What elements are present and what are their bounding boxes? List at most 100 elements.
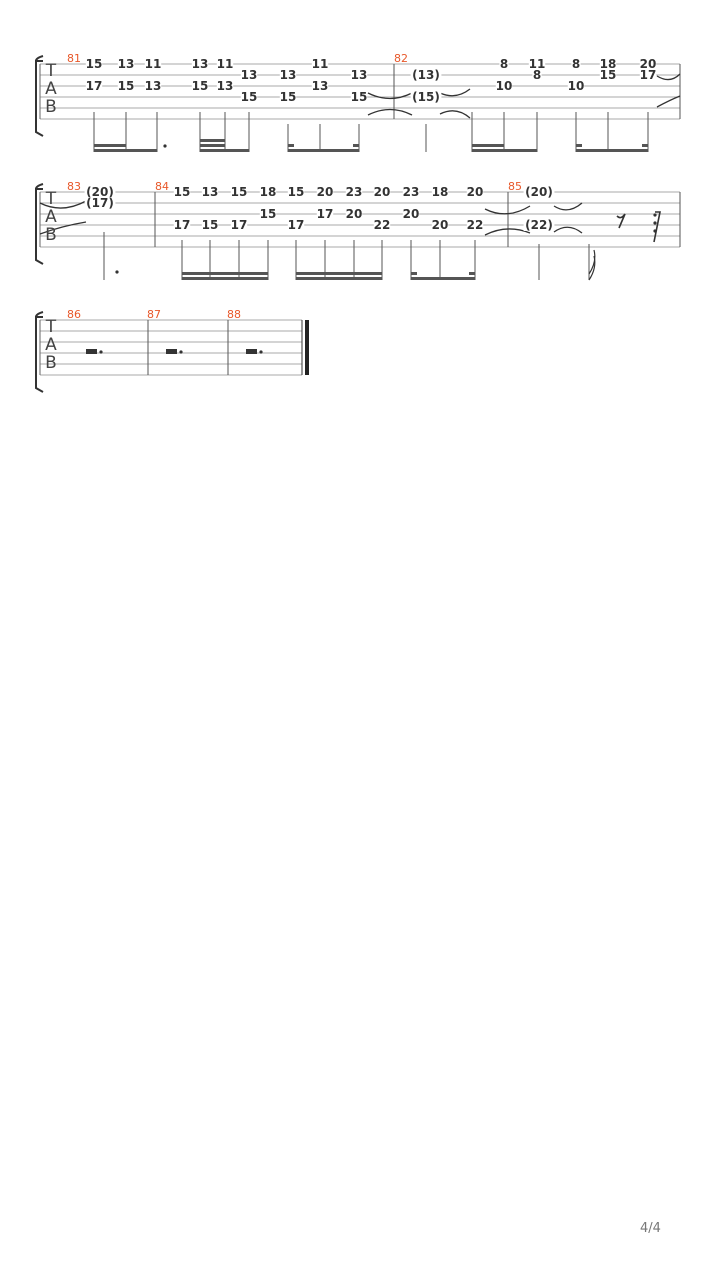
fret-number: 20	[467, 185, 484, 199]
fret-number: 11	[145, 57, 162, 71]
fret-bg	[523, 186, 555, 198]
tie-arc	[553, 202, 583, 211]
fret-bg	[216, 58, 234, 70]
fret-number: 13	[118, 57, 135, 71]
tie-arc	[656, 73, 681, 81]
note-beam	[472, 149, 537, 152]
fret-number: 15	[202, 218, 219, 232]
tab-clef-letter: T	[45, 189, 57, 209]
fret-number: 23	[403, 185, 420, 199]
tab-clef-letter: A	[45, 207, 57, 227]
fret-bg	[117, 80, 135, 92]
fret-number: 13	[145, 79, 162, 93]
note-beam	[200, 139, 225, 142]
fret-number: 13	[351, 68, 368, 82]
fret-number: (20)	[525, 185, 553, 199]
fret-bg	[311, 58, 329, 70]
fret-number: 17	[288, 218, 305, 232]
fret-number: 8	[533, 68, 541, 82]
fret-bg	[84, 197, 116, 209]
note-beam	[296, 272, 382, 275]
fret-bg	[316, 186, 334, 198]
fret-number: 15	[86, 57, 103, 71]
note-beam	[576, 149, 648, 152]
note-beam	[296, 277, 382, 280]
fret-bg	[499, 58, 509, 70]
tie-arc	[39, 221, 87, 235]
fret-bg	[173, 186, 191, 198]
fret-number: 15	[241, 90, 258, 104]
tab-clef-letter: T	[45, 61, 57, 81]
fret-number: 18	[432, 185, 449, 199]
fret-bg	[599, 58, 617, 70]
fret-number: 20	[346, 207, 363, 221]
measure-number: 88	[227, 308, 241, 321]
note-beam	[200, 149, 249, 152]
fret-bg	[345, 186, 363, 198]
fret-bg	[410, 91, 442, 103]
fret-number: 15	[351, 90, 368, 104]
fret-number: 22	[467, 218, 484, 232]
fret-number: 13	[280, 68, 297, 82]
fret-bg	[84, 186, 116, 198]
fret-bg	[639, 58, 657, 70]
measure-number: 86	[67, 308, 81, 321]
fret-number: 11	[529, 57, 546, 71]
fret-number: 11	[217, 57, 234, 71]
fret-bg	[279, 69, 297, 81]
rhythm-dot	[259, 350, 263, 354]
note-beam	[200, 144, 225, 147]
eighth-rest	[616, 213, 626, 229]
fret-number: 15	[600, 68, 617, 82]
fret-number: 15	[280, 90, 297, 104]
fret-bg	[173, 219, 191, 231]
half-rest	[246, 349, 257, 354]
fret-bg	[532, 69, 542, 81]
fret-number: 10	[496, 79, 513, 93]
fret-bg	[240, 69, 258, 81]
fret-number: (13)	[412, 68, 440, 82]
fret-bg	[144, 58, 162, 70]
half-rest	[166, 349, 177, 354]
tie-arc	[656, 95, 681, 108]
tie-arc	[39, 200, 87, 209]
fret-number: 8	[500, 57, 508, 71]
fret-bg	[431, 219, 449, 231]
fret-bg	[201, 219, 219, 231]
fret-bg	[466, 186, 484, 198]
system-bracket	[35, 316, 44, 393]
fret-bg	[599, 69, 617, 81]
fret-bg	[230, 186, 248, 198]
fret-bg	[528, 58, 546, 70]
fret-number: 13	[192, 57, 209, 71]
fret-bg	[431, 186, 449, 198]
fret-bg	[410, 69, 442, 81]
fret-bg	[201, 186, 219, 198]
fret-bg	[85, 58, 103, 70]
fret-number: 17	[174, 218, 191, 232]
fret-bg	[259, 186, 277, 198]
fret-bg	[216, 80, 234, 92]
tab-clef-letter: B	[45, 353, 57, 373]
fret-bg	[495, 80, 513, 92]
system-bracket	[35, 55, 44, 62]
half-rest	[86, 349, 97, 354]
fret-number: 8	[572, 57, 580, 71]
fret-number: 15	[288, 185, 305, 199]
final-barline-thick	[305, 320, 309, 375]
tie-arc	[553, 226, 583, 234]
tab-clef-letter: A	[45, 335, 57, 355]
note-beam	[94, 149, 157, 152]
measure-number: 81	[67, 52, 81, 65]
fret-bg	[523, 219, 555, 231]
fret-bg	[85, 80, 103, 92]
fret-number: 15	[118, 79, 135, 93]
fret-number: (22)	[525, 218, 553, 232]
tab-clef-letter: T	[45, 317, 57, 337]
fret-number: 17	[640, 68, 657, 82]
note-beam	[411, 277, 475, 280]
note-beam	[353, 144, 359, 147]
measure-number: 87	[147, 308, 161, 321]
